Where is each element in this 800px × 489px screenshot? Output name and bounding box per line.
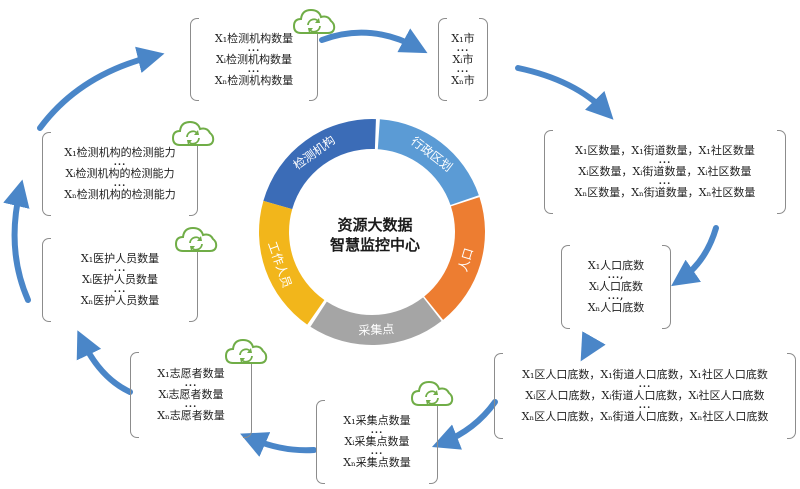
ellipsis-line: ... (247, 43, 261, 54)
ellipsis-line: ... (638, 401, 652, 411)
bracket-left (190, 18, 199, 101)
flow-arrow (37, 46, 165, 131)
box-line: Xᵢ市 (452, 52, 474, 66)
cloud-sync-icon (174, 226, 218, 252)
ring-segment (377, 119, 479, 205)
ring-segment (259, 200, 325, 325)
bracket-left (316, 400, 325, 484)
bracket-right (777, 130, 786, 214)
box-line: X₁采集点数量 (343, 414, 411, 427)
ellipsis-line: ... (658, 177, 672, 187)
ellipsis-line: ... (456, 43, 470, 54)
flow-arrow (3, 179, 31, 303)
ellipsis-line: ... (247, 64, 261, 75)
box-collect: X₁采集点数量...Xᵢ采集点数量...Xₙ采集点数量 (316, 400, 438, 484)
box-line: X₁检测机构数量 (214, 31, 294, 45)
bracket-left (544, 130, 553, 214)
ellipsis-line: ... (638, 380, 652, 390)
bracket-left (494, 353, 503, 439)
bracket-left (561, 245, 570, 329)
box-line: Xₙ采集点数量 (343, 456, 411, 469)
bracket-left (438, 18, 447, 101)
box-line: X₁人口底数 (587, 259, 645, 272)
bracket-left (42, 238, 51, 322)
box-line: Xₙ人口底数 (587, 301, 645, 314)
bracket-left (130, 352, 139, 438)
center-title-line1: 资源大数据 (337, 216, 413, 234)
bracket-right (662, 245, 671, 329)
ellipsis-line: ... (113, 264, 127, 274)
ellipsis-line: ..., (607, 271, 625, 281)
box-line: Xᵢ检测机构数量 (215, 52, 293, 66)
flow-arrow (515, 65, 614, 120)
ellipsis-line: ..., (607, 292, 625, 302)
box-medical: X₁医护人员数量...Xᵢ医护人员数量...Xₙ医护人员数量 (42, 238, 198, 322)
ring-segment-label: 人口 (456, 246, 476, 273)
box-line: X₁区数量，X₁街道数量，X₁社区数量 (575, 144, 755, 157)
box-line: Xᵢ志愿者数量 (158, 388, 224, 401)
box-line: Xₙ医护人员数量 (80, 294, 160, 307)
cloud-sync-icon (171, 120, 215, 146)
box-line: Xᵢ检测机构的检测能力 (65, 167, 175, 180)
bracket-left (42, 132, 51, 216)
ring-segment (263, 119, 376, 210)
ellipsis-line: ... (113, 158, 127, 168)
box-population: X₁人口底数...,Xᵢ人口底数...,Xₙ人口底数 (561, 245, 671, 329)
box-line: X₁检测机构的检测能力 (64, 146, 176, 159)
flow-arrow (431, 399, 498, 450)
box-pop-detail: X₁区人口底数，X₁街道人口底数，X₁社区人口底数...Xᵢ区人口底数，Xᵢ街道… (494, 353, 796, 439)
bracket-right (787, 353, 796, 439)
box-line: Xₙ区数量，Xₙ街道数量，Xₙ社区数量 (574, 186, 756, 199)
flow-arrow (671, 225, 719, 287)
box-line: Xᵢ采集点数量 (344, 435, 410, 448)
box-volunteer: X₁志愿者数量...Xᵢ志愿者数量...Xₙ志愿者数量 (130, 352, 252, 438)
box-line: Xᵢ区数量，Xᵢ街道数量，Xᵢ社区数量 (578, 165, 752, 178)
center-title: 资源大数据 智慧监控中心 (318, 215, 432, 255)
ellipsis-line: ... (370, 426, 384, 436)
box-line: X₁志愿者数量 (157, 367, 225, 380)
ellipsis-line: ... (113, 179, 127, 189)
ellipsis-line: ... (113, 285, 127, 295)
box-line: X₁市 (451, 31, 475, 45)
ring-segment (310, 297, 442, 345)
ellipsis-line: ... (184, 379, 198, 389)
ring-segment (424, 197, 485, 320)
box-city: X₁市...Xᵢ市...Xₙ市 (438, 18, 488, 101)
flow-arrow (240, 432, 317, 457)
box-capacity: X₁检测机构的检测能力...Xᵢ检测机构的检测能力...Xₙ检测机构的检测能力 (42, 132, 198, 216)
box-inst-count: X₁检测机构数量...Xᵢ检测机构数量...Xₙ检测机构数量 (190, 18, 318, 101)
box-district: X₁区数量，X₁街道数量，X₁社区数量...Xᵢ区数量，Xᵢ街道数量，Xᵢ社区数… (544, 130, 786, 214)
ellipsis-line: ... (658, 156, 672, 166)
flow-arrow (580, 331, 606, 362)
bracket-right (429, 400, 438, 484)
box-line: X₁医护人员数量 (80, 252, 160, 265)
bracket-right (479, 18, 488, 101)
box-line: Xᵢ医护人员数量 (81, 273, 159, 286)
ring-segment-label: 采集点 (358, 321, 395, 338)
box-line: Xᵢ人口底数 (588, 280, 644, 293)
ellipsis-line: ... (184, 400, 198, 410)
cloud-sync-icon (224, 338, 268, 364)
center-title-line2: 智慧监控中心 (329, 236, 420, 254)
ellipsis-line: ... (456, 64, 470, 75)
box-line: Xₙ市 (451, 73, 475, 87)
flow-arrow (319, 28, 428, 54)
box-line: X₁区人口底数，X₁街道人口底数，X₁社区人口底数 (522, 368, 768, 381)
box-line: Xᵢ区人口底数，Xᵢ街道人口底数，Xᵢ社区人口底数 (525, 389, 765, 402)
ellipsis-line: ... (370, 447, 384, 457)
cloud-sync-icon (410, 380, 454, 406)
cloud-sync-icon (292, 8, 336, 34)
box-line: Xₙ志愿者数量 (157, 409, 225, 422)
box-line: Xₙ检测机构的检测能力 (64, 188, 176, 201)
box-line: Xₙ检测机构数量 (214, 73, 294, 87)
flow-arrow (76, 330, 133, 395)
box-line: Xₙ区人口底数，Xₙ街道人口底数，Xₙ社区人口底数 (521, 410, 769, 423)
